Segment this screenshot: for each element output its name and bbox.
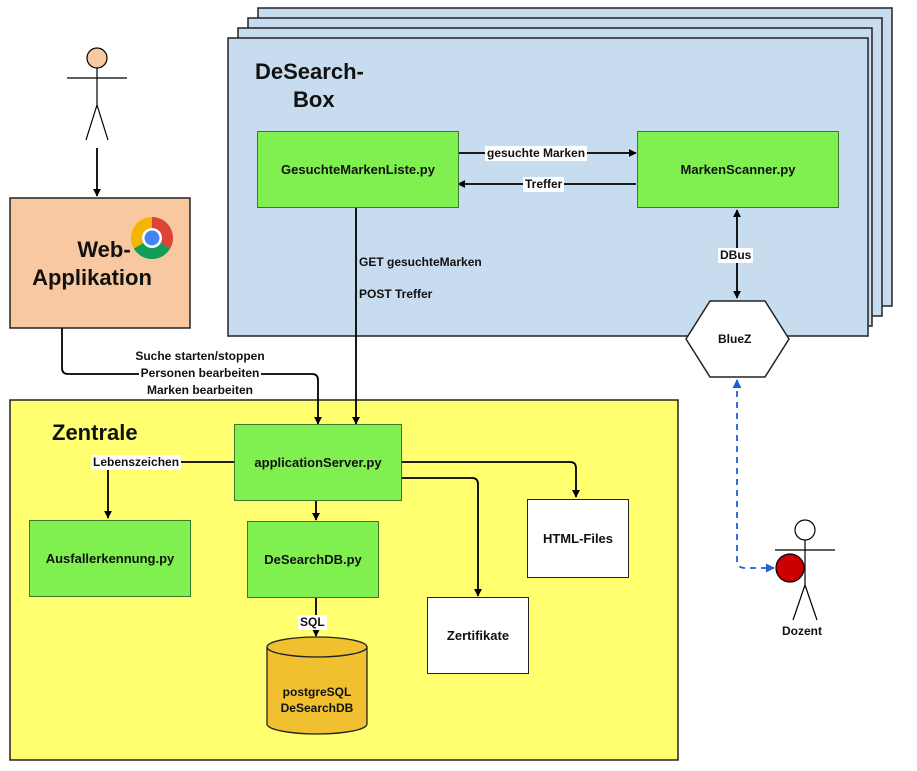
zertifikate-node: Zertifikate [427,597,529,674]
web-app-title-line1: Web- [77,237,131,262]
ausfallerkennung-label: Ausfallerkennung.py [45,551,175,566]
user-actor-icon [67,47,127,141]
postgres-label-line1: postgreSQL [282,685,352,699]
desearch-db-py-node: DeSearchDB.py [247,521,379,598]
edge-label-dbus: DBus [718,248,754,263]
bluez-hexagon [685,300,790,378]
desearch-db-py-label: DeSearchDB.py [264,552,362,567]
dozent-label: Dozent [782,624,822,638]
edge-label-post-treffer: POST Treffer [359,287,433,301]
html-files-node: HTML-Files [527,499,629,578]
application-server-node: applicationServer.py [234,424,402,501]
edge-label-suche-starten: Suche starten/stoppen [135,349,265,363]
edge-label-marken-bearbeiten: Marken bearbeiten [146,383,254,397]
postgres-db-cylinder [266,636,368,735]
dozent-actor-icon [775,519,835,621]
application-server-label: applicationServer.py [254,455,382,470]
web-app-title-line2: Applikation [32,265,152,290]
gesuchte-marken-liste-label: GesuchteMarkenListe.py [281,162,435,177]
chrome-browser-icon [130,217,174,260]
edge-label-get-gesuchte-marken: GET gesuchteMarken [359,255,482,269]
edge-label-lebenszeichen: Lebenszeichen [91,455,182,470]
postgres-label-line2: DeSearchDB [280,701,354,715]
postgres-label: postgreSQL DeSearchDB [267,684,367,716]
gesuchte-marken-liste-node: GesuchteMarkenListe.py [257,131,459,208]
zertifikate-label: Zertifikate [446,628,510,643]
edge-label-treffer: Treffer [523,177,565,192]
bluez-label: BlueZ [718,332,752,346]
desearch-box-title-line2: Box [293,87,335,112]
desearch-box-title-line1: DeSearch- [255,59,364,84]
edge-label-personen-bearbeiten: Personen bearbeiten [138,365,262,382]
arrow-bluetooth-dashed [732,379,775,573]
edge-label-sql: SQL [298,615,327,630]
arrow-server-to-html [400,461,580,498]
zentrale-title: Zentrale [52,420,138,445]
edge-label-gesuchte-marken: gesuchte Marken [485,146,588,161]
edge-label-webapp-actions: Suche starten/stoppen Personen bearbeite… [110,348,290,399]
desearch-box-title: DeSearch- Box [255,58,364,114]
arrow-server-to-zertifikate [400,477,482,597]
marken-scanner-node: MarkenScanner.py [637,131,839,208]
marken-scanner-label: MarkenScanner.py [680,162,796,177]
web-app-title: Web- Applikation [22,236,162,292]
html-files-label: HTML-Files [542,531,614,546]
ausfallerkennung-node: Ausfallerkennung.py [29,520,191,597]
